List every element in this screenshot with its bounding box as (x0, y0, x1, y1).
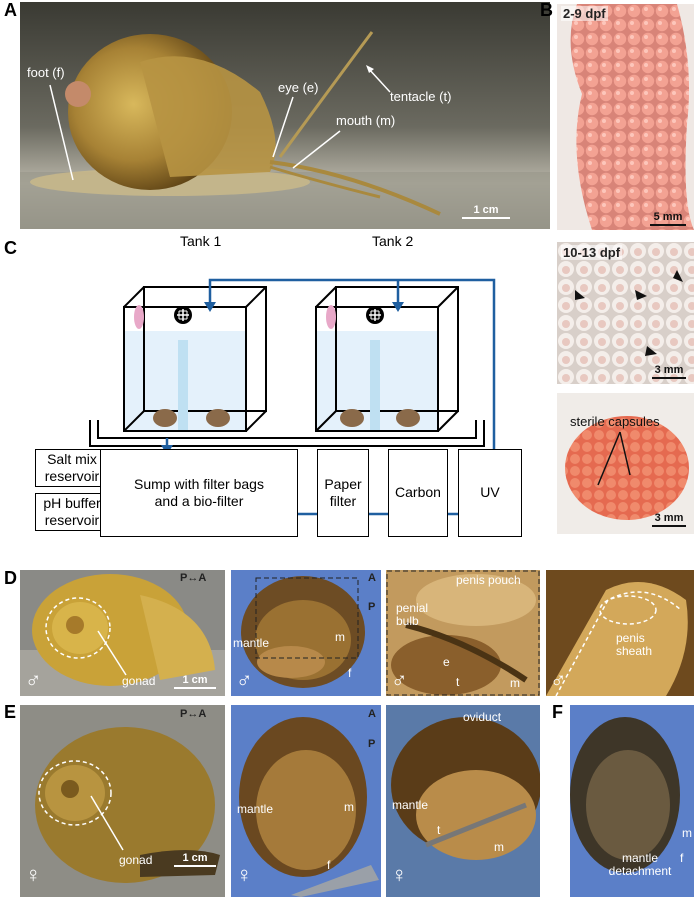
scale-bar-b-top-label: 5 mm (653, 211, 683, 223)
scale-bar-b-middle-line (652, 377, 686, 379)
label-foot: foot (f) (27, 65, 65, 80)
scale-bar-d-line (174, 687, 216, 689)
male-dissection-photo (231, 570, 381, 696)
label-penis-sheath: penis sheath (616, 631, 653, 659)
label-m-d3: m (510, 676, 520, 690)
label-mouth: mouth (m) (336, 113, 396, 128)
male-symbol-d3: ♂ (391, 667, 408, 692)
pointer-eye (272, 96, 294, 158)
pointer-sterile-capsules (597, 431, 631, 486)
female-symbol-e3: ♀ (391, 862, 408, 887)
label-t-e3: t (437, 823, 441, 837)
label-penis-pouch: penis pouch (456, 573, 521, 587)
scale-bar-b-top-line (650, 224, 686, 226)
paper-filter-box: Paper filter (317, 449, 369, 537)
orientation-pa-e: P↔A (180, 708, 207, 720)
panel-letter-d: D (4, 568, 17, 588)
stage-label-10-13: 10-13 dpf (561, 245, 623, 260)
label-f-f: f (680, 851, 684, 865)
label-mantle-e3: mantle (392, 798, 429, 812)
label-f-d2: f (348, 666, 352, 680)
label-t-d3: t (456, 675, 460, 689)
scale-bar-d: 1 cm (174, 674, 216, 689)
scale-bar-e-line (174, 865, 216, 867)
orientation-ap-e-a: A (368, 708, 376, 720)
scale-bar-b-top: 5 mm (650, 211, 686, 226)
scale-bar-a-label: 1 cm (473, 204, 499, 216)
label-e-d3: e (443, 655, 450, 669)
label-m-e3: m (494, 840, 504, 854)
carbon-box: Carbon (388, 449, 448, 537)
panel-letter-c: C (4, 238, 17, 258)
label-mantle-d: mantle (233, 636, 270, 650)
panel-letter-f: F (552, 702, 563, 722)
male-symbol-d2: ♂ (236, 667, 253, 692)
sump-box: Sump with filter bags and a bio-filter (100, 449, 298, 537)
panel-letter-b: B (540, 0, 553, 20)
scale-bar-b-bottom: 3 mm (652, 512, 686, 527)
male-closeup-photo (386, 570, 540, 696)
label-sterile-capsules: sterile capsules (570, 414, 660, 429)
scale-bar-a: 1 cm (462, 204, 510, 219)
female-closeup-photo (386, 705, 540, 897)
female-dissection-photo (231, 705, 381, 897)
female-symbol-e2: ♀ (236, 862, 253, 887)
ph-buffer-reservoir-box: pH buffer reservoir (35, 493, 109, 531)
panel-letter-e: E (4, 702, 17, 722)
mantle-detachment-photo (570, 705, 694, 897)
label-eye: eye (e) (278, 80, 319, 95)
label-m-f: m (682, 826, 692, 840)
tank-2 (315, 286, 459, 432)
orientation-ap-e-p: P (368, 738, 376, 750)
egg-photo-middle (557, 242, 694, 384)
male-sheath-photo (546, 570, 694, 696)
pointer-mouth (292, 130, 341, 169)
label-mantle-e: mantle (237, 802, 274, 816)
salt-mix-reservoir-box: Salt mix reservoir (35, 449, 109, 487)
panel-letter-a: A (4, 0, 17, 20)
pointer-foot (49, 84, 74, 181)
tank-2-title: Tank 2 (372, 233, 414, 249)
label-m-d2: m (335, 630, 345, 644)
scale-bar-a-line (462, 217, 510, 219)
tank-1 (123, 286, 267, 432)
pointer-tentacle (366, 65, 391, 93)
label-tentacle: tentacle (t) (390, 89, 452, 104)
pointer-gonad-d (97, 630, 127, 676)
label-f-e2: f (327, 858, 331, 872)
male-symbol-d4: ♂ (550, 667, 567, 692)
female-symbol-e1: ♀ (25, 862, 42, 887)
orientation-pa-d: P↔A (180, 572, 207, 584)
label-oviduct: oviduct (463, 710, 502, 724)
scale-bar-b-middle: 3 mm (652, 364, 686, 379)
snail-illustration-a (20, 2, 550, 229)
egg-photo-top (557, 4, 694, 230)
label-penial-bulb: penial bulb (396, 601, 429, 629)
scale-bar-e: 1 cm (174, 852, 216, 867)
scale-bar-d-label: 1 cm (182, 674, 208, 686)
male-shell-photo (20, 570, 225, 696)
scale-bar-e-label: 1 cm (182, 852, 208, 864)
label-gonad-d: gonad (122, 674, 156, 688)
label-m-e2: m (344, 800, 354, 814)
label-mantle-detachment: mantle detachment (608, 851, 672, 879)
orientation-ap-d-p: P (368, 601, 376, 613)
scale-bar-b-bottom-label: 3 mm (654, 512, 684, 524)
aquarium-system-diagram (89, 278, 496, 520)
male-symbol-d1: ♂ (25, 667, 42, 692)
label-gonad-e: gonad (119, 853, 153, 867)
orientation-ap-d-a: A (368, 572, 376, 584)
scale-bar-b-middle-label: 3 mm (654, 364, 684, 376)
uv-box: UV (458, 449, 522, 537)
pointer-gonad-e (90, 795, 124, 851)
snail-photo-a (20, 2, 550, 229)
stage-label-2-9: 2-9 dpf (561, 6, 608, 21)
egg-photo-bottom (557, 393, 694, 534)
scale-bar-b-bottom-line (652, 525, 686, 527)
tank-1-title: Tank 1 (180, 233, 222, 249)
